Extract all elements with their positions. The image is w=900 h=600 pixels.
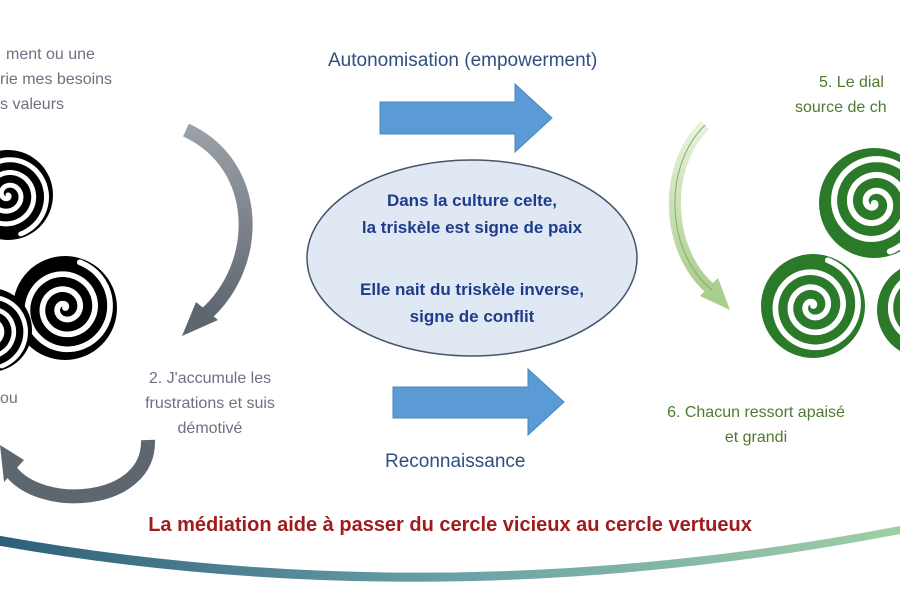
ellipse-text-line-4: signe de conflit [409, 307, 535, 326]
top-arrow-label: Autonomisation (empowerment) [328, 50, 598, 71]
step1-line-1: ment ou une [6, 46, 95, 63]
bottom-swoosh [0, 525, 900, 582]
green-spiral-top [819, 148, 900, 258]
black-spiral-bottom [13, 256, 117, 360]
step1-line-2: rie mes besoins [0, 71, 113, 88]
step1-line-3: s valeurs [0, 96, 65, 113]
step2-line-3: démotivé [177, 420, 243, 437]
ellipse-text-line-1: Dans la culture celte, [386, 191, 558, 210]
step1-text: ment ou une rie mes besoins s valeurs [0, 42, 112, 117]
green-spiral-right [877, 269, 900, 351]
step2-line-2: frustrations et suis [145, 395, 275, 412]
grey-cycle-arrow-right [182, 123, 253, 336]
step6-text: 6. Chacun ressort apaisé et grandi [636, 400, 876, 450]
bottom-caption: La médiation aide à passer du cercle vic… [148, 514, 752, 536]
step2-text: 2. J'accumule les frustrations et suis d… [112, 366, 308, 441]
black-spiral-top [0, 150, 53, 240]
bottom-blue-arrow [392, 367, 565, 437]
step2-line-1: 2. J'accumule les [148, 370, 272, 387]
black-triskele [0, 150, 117, 371]
green-cycle-arrow [668, 120, 730, 310]
center-ellipse [306, 159, 638, 357]
top-blue-arrow [379, 82, 553, 154]
black-spiral-left [0, 289, 32, 371]
step5-text: 5. Le dial source de ch [795, 70, 900, 120]
step3-fragment: ou [0, 390, 18, 407]
green-spiral-left [761, 254, 865, 358]
green-triskele [761, 148, 900, 358]
step5-line-1: 5. Le dial [819, 74, 884, 91]
ellipse-text-line-2: la triskèle est signe de paix [361, 218, 583, 237]
bottom-arrow-label: Reconnaissance [385, 451, 526, 472]
step6-line-1: 6. Chacun ressort apaisé [667, 404, 845, 421]
step5-line-2: source de ch [795, 99, 887, 116]
step6-line-2: et grandi [724, 429, 788, 446]
grey-cycle-arrow-bottom [0, 439, 156, 504]
ellipse-text-line-3: Elle nait du triskèle inverse, [360, 280, 584, 299]
